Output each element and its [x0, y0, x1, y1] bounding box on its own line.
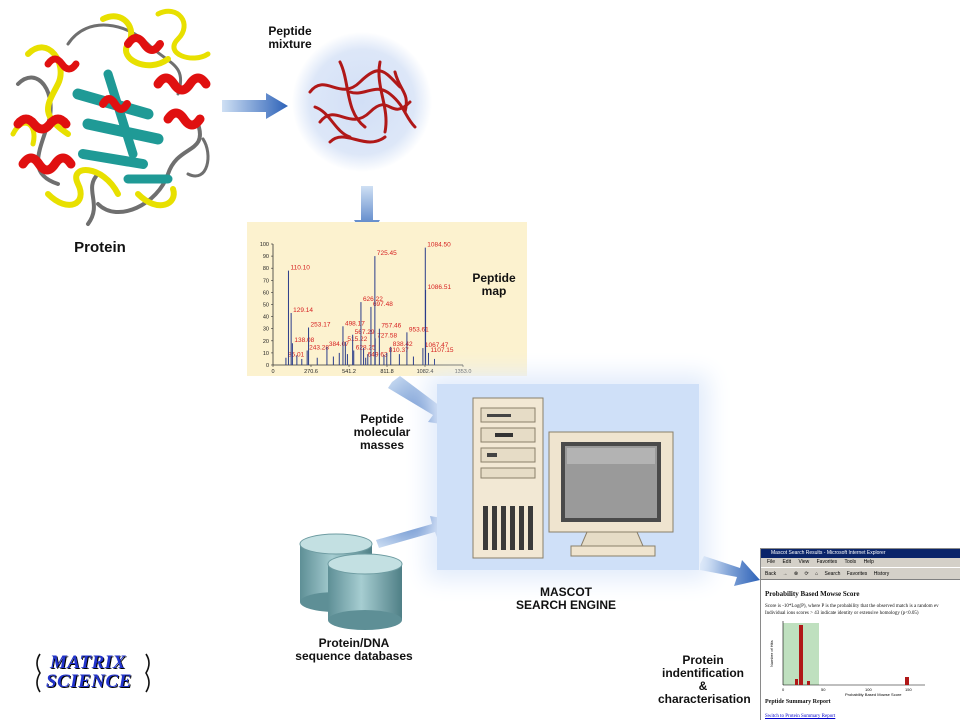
peptide-mixture-label: Peptide mixture	[268, 24, 312, 51]
spectrum-x-tick-label: 811.8	[380, 369, 393, 375]
matrix-science-logo: MATRIX SCIENCE	[34, 652, 152, 694]
spectrum-peak-label: 1086.51	[428, 284, 452, 291]
refresh-icon[interactable]: ⟳	[804, 571, 809, 577]
histogram-xtick-1: 50	[821, 687, 826, 692]
database-cylinders-image	[299, 533, 403, 630]
spectrum-peak-label: 515.22	[347, 336, 367, 343]
search-button[interactable]: Search	[824, 571, 841, 577]
menu-file[interactable]: File	[767, 559, 776, 565]
spectrum-peak-label: 253.17	[311, 321, 331, 328]
protein-structure-image	[10, 8, 211, 226]
computer-image	[472, 397, 674, 559]
menu-help[interactable]: Help	[863, 559, 874, 565]
spectrum-peak-label: 757.46	[381, 323, 401, 330]
spectrum-y-tick-label: 90	[263, 254, 269, 260]
spectrum-y-tick-label: 70	[263, 278, 269, 284]
spectrum-peak-label: 384.07	[329, 341, 349, 348]
arrow-databases-to-engine	[376, 516, 454, 548]
databases-label: Protein/DNA sequence databases	[295, 636, 413, 663]
histogram-xtick-3: 150	[905, 687, 912, 692]
spectrum-x-tick-label: 270.6	[304, 369, 318, 375]
stop-icon[interactable]: ⊗	[793, 571, 799, 577]
forward-icon[interactable]: →	[782, 571, 788, 577]
spectrum-y-tick-label: 30	[263, 327, 269, 333]
spectrum-x-tick-label: 1082.4	[417, 369, 434, 375]
spectrum-peak-label: 649.63	[368, 352, 388, 359]
spectrum-peak-label: 138.08	[294, 337, 314, 344]
histogram-ylabel: Number of Hits	[769, 640, 774, 667]
spectrum-peak-label: 567.29	[355, 329, 375, 336]
score-description: Score is -10*Log(P), where P is the prob…	[765, 604, 939, 616]
spectrum-x-tick-label: 541.2	[342, 369, 356, 375]
logo-matrix: MATRIX	[50, 652, 126, 673]
spectrum-peak-label: 498.17	[345, 320, 365, 327]
spectrum-peak-label: 838.42	[393, 341, 413, 348]
spectrum-peak-label: 725.45	[377, 250, 397, 257]
menu-favorites[interactable]: Favorites	[816, 559, 838, 565]
spectrum-y-tick-label: 0	[266, 363, 269, 369]
arrow-engine-to-results	[700, 556, 760, 586]
score-histogram: Number of Hits 0 50 100 150 Probability …	[769, 621, 925, 697]
back-button[interactable]: Back	[765, 571, 777, 577]
protein-label: Protein	[74, 239, 126, 256]
spectrum-y-tick-label: 60	[263, 290, 269, 296]
spectrum-peak-label: 810.37	[389, 347, 409, 354]
spectrum-y-tick-label: 20	[263, 339, 269, 345]
peptide-map-label: Peptide map	[472, 271, 516, 298]
spectrum-peak-label: 1067.47	[425, 342, 449, 349]
peptide-summary-heading: Peptide Summary Report	[765, 699, 831, 705]
histogram-xtick-0: 0	[782, 687, 785, 692]
spectrum-y-tick-label: 40	[263, 315, 269, 321]
spectrum-y-tick-label: 50	[263, 303, 269, 309]
search-engine-panel	[437, 384, 699, 570]
spectrum-peak-label: 243.28	[309, 344, 329, 351]
spectrum-peak-label: 1084.50	[427, 242, 451, 249]
spectrum-x-tick-label: 1353.0	[455, 369, 472, 375]
arrow-protein-to-mixture	[222, 93, 288, 119]
histogram-xlabel: Probability Based Mowse Score	[845, 692, 902, 697]
history-button[interactable]: History	[873, 571, 890, 577]
spectrum-peak-label: 110.10	[290, 265, 310, 272]
window-title: Mascot Search Results - Microsoft Intern…	[761, 549, 960, 558]
spectrum-peak-label: 697.48	[373, 301, 393, 308]
spectrum-peak-label: 1107.15	[430, 347, 453, 354]
spectrum-peak-label: 727.58	[377, 332, 397, 339]
search-engine-label: MASCOT SEARCH ENGINE	[516, 585, 617, 612]
menu-tools[interactable]: Tools	[844, 559, 857, 565]
spectrum-peak-label: 953.61	[409, 326, 429, 333]
favorites-button[interactable]: Favorites	[846, 571, 868, 577]
mowse-score-heading: Probability Based Mowse Score	[765, 590, 860, 598]
peptide-mixture-image	[292, 32, 432, 172]
spectrum-y-tick-label: 100	[260, 242, 269, 248]
mascot-results-window: Mascot Search Results - Microsoft Intern…	[760, 548, 960, 720]
spectrum-y-tick-label: 80	[263, 266, 269, 272]
home-icon[interactable]: ⌂	[815, 571, 819, 577]
spectrum-peak-label: 85.01	[288, 352, 305, 359]
histogram-xtick-2: 100	[865, 687, 872, 692]
menu-view[interactable]: View	[798, 559, 810, 565]
peptide-masses-label: Peptide molecular masses	[353, 412, 411, 452]
browser-toolbar: Back → ⊗ ⟳ ⌂ Search Favorites History	[761, 567, 960, 580]
spectrum-peak-label: 626.22	[363, 296, 383, 303]
menu-bar: File Edit View Favorites Tools Help	[761, 558, 960, 567]
spectrum-y-tick-label: 10	[263, 351, 269, 357]
identification-label: Protein indentification & characterisati…	[658, 653, 751, 706]
spectrum-peak-label: 628.25	[356, 344, 376, 351]
spectrum-peak-label: 129.14	[293, 307, 313, 314]
menu-edit[interactable]: Edit	[782, 559, 792, 565]
logo-science: SCIENCE	[46, 671, 132, 692]
protein-summary-link[interactable]: Switch to Protein Summary Report	[765, 714, 836, 719]
spectrum-x-tick-label: 0	[271, 369, 274, 375]
